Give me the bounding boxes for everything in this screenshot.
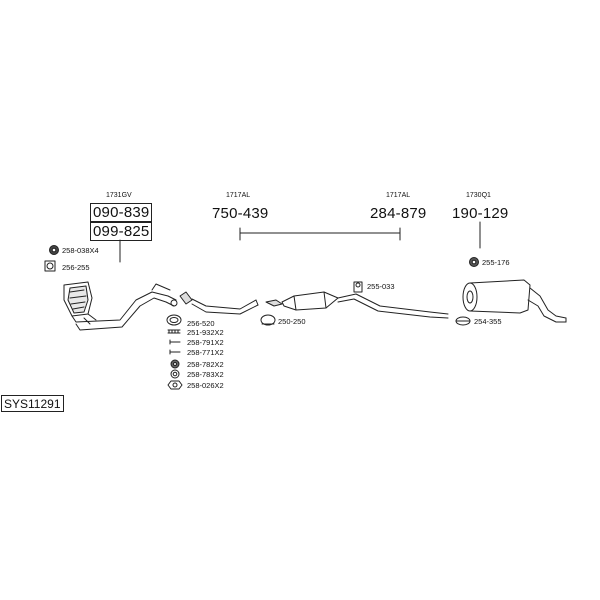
part-number-box-099-825[interactable]: 099-825	[90, 222, 153, 241]
fitting-label-251-932x2[interactable]: 251-932X2	[187, 328, 224, 337]
oe-number-front-pipe: 1731GV	[106, 192, 132, 199]
fitting-icons	[44, 245, 479, 390]
oe-number-rear-box: 1730Q1	[466, 192, 491, 199]
fitting-label-258-783x2[interactable]: 258-783X2	[187, 370, 224, 379]
fitting-label-258-038x4[interactable]: 258-038X4	[62, 246, 99, 255]
centre-silencer	[265, 291, 449, 319]
fitting-label-258-782x2[interactable]: 258-782X2	[187, 360, 224, 369]
part-number-750-439[interactable]: 750-439	[212, 205, 269, 222]
fitting-label-258-791x2[interactable]: 258-791X2	[187, 338, 224, 347]
catalyst-front-pipe	[63, 281, 178, 331]
fitting-label-255-176[interactable]: 255-176	[482, 258, 510, 267]
fitting-label-255-033[interactable]: 255-033	[367, 282, 395, 291]
fitting-label-258-026x2[interactable]: 258-026X2	[187, 381, 224, 390]
front-connector-pipe	[179, 291, 259, 315]
oe-number-centre-rear: 1717AL	[386, 192, 411, 199]
system-code-label: SYS11291	[1, 395, 64, 412]
part-number-284-879[interactable]: 284-879	[370, 205, 427, 222]
fitting-label-254-355[interactable]: 254-355	[474, 317, 502, 326]
part-number-box-090-839[interactable]: 090-839	[90, 203, 153, 222]
fitting-label-258-771x2[interactable]: 258-771X2	[187, 348, 224, 357]
oe-number-centre-front: 1717AL	[226, 192, 251, 199]
fitting-label-250-250[interactable]: 250-250	[278, 317, 306, 326]
rear-silencer	[462, 279, 567, 323]
fitting-label-256-520[interactable]: 256-520	[187, 319, 215, 328]
fitting-label-256-255[interactable]: 256-255	[62, 263, 90, 272]
part-number-190-129[interactable]: 190-129	[452, 205, 509, 222]
